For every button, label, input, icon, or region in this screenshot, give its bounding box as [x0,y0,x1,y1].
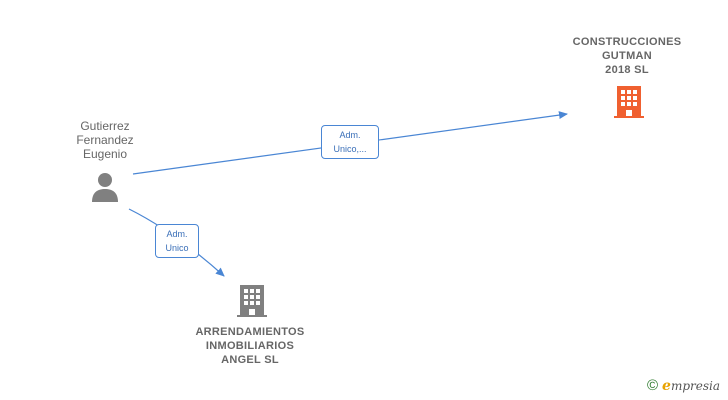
building-icon[interactable] [613,85,645,124]
person-name[interactable]: Gutierrez Fernandez Eugenio [76,119,134,161]
copyright-symbol: © [646,377,659,394]
edge-label-adm-unico-sub[interactable]: Adm. Unico [155,224,199,258]
empresia-logo: © empresia [647,377,720,394]
brand-name: empresia [662,377,720,394]
company-arrendamientos-name[interactable]: ARRENDAMIENTOS INMOBILIARIOS ANGEL SL [195,326,305,366]
company-construcciones-name[interactable]: CONSTRUCCIONES GUTMAN 2018 SL [572,36,682,76]
person-icon[interactable] [90,171,120,208]
building-icon[interactable] [236,284,268,323]
edge-label-adm-unico-main[interactable]: Adm. Unico,... [321,125,379,159]
